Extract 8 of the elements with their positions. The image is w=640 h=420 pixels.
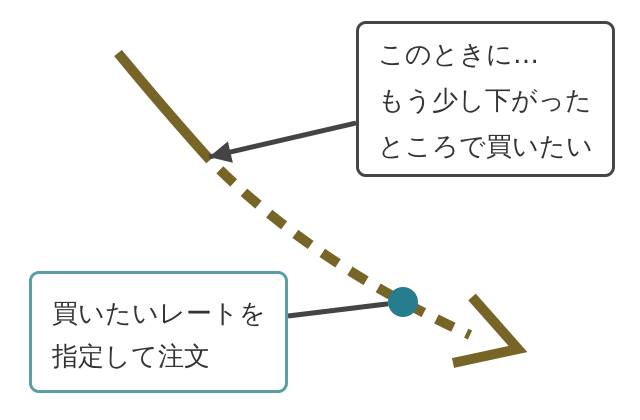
- point-marker: [388, 287, 418, 317]
- callout-text: もう少し下がったところで買いたい: [378, 85, 594, 164]
- callout-box: [29, 271, 288, 393]
- callout-box: [356, 21, 615, 177]
- arrow: [208, 120, 357, 163]
- callout-text: このときに…: [378, 39, 540, 72]
- leader-line: [288, 301, 388, 318]
- callout-text: 買いたいレートを指定して注文: [52, 298, 267, 374]
